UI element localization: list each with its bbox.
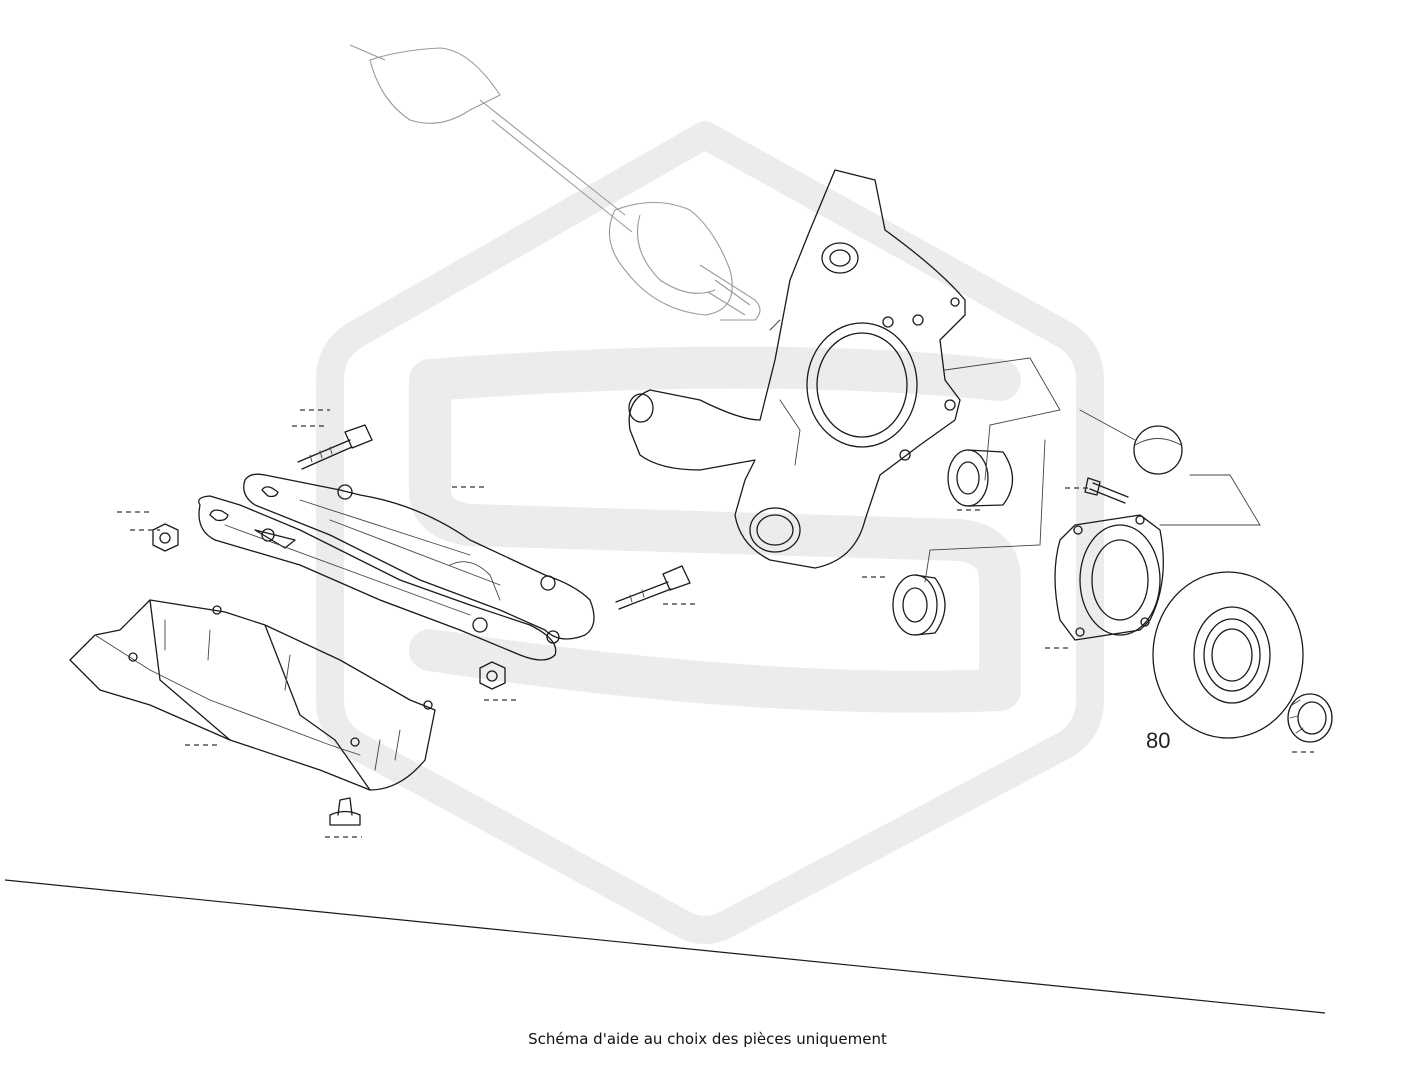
nut-center — [479, 661, 506, 690]
reference-marks — [117, 409, 1314, 838]
axle-nut — [1287, 693, 1333, 743]
drive-shaft — [349, 44, 761, 321]
steering-knuckle — [628, 169, 966, 569]
bushing-lower — [892, 574, 946, 636]
leader-lines — [924, 357, 1261, 583]
part-callout-label: 80 — [1146, 728, 1170, 753]
nut-left — [152, 523, 179, 552]
bolt-lower — [615, 565, 691, 610]
lower-control-arm — [198, 495, 557, 661]
underbody-shield — [69, 599, 436, 791]
dust-cap — [1133, 425, 1183, 475]
diagram-caption: Schéma d'aide au choix des pièces unique… — [528, 1030, 887, 1048]
bushing-upper — [947, 449, 1014, 507]
wheel-hub-bearing — [1054, 514, 1164, 641]
clip-fastener — [329, 797, 361, 826]
brake-disc — [1152, 571, 1304, 739]
upper-control-arm — [243, 473, 595, 644]
bolt-upper — [297, 424, 373, 470]
hub-bolt — [1084, 477, 1129, 504]
ground-line — [4, 879, 1326, 1014]
watermark-logo — [316, 121, 1104, 944]
